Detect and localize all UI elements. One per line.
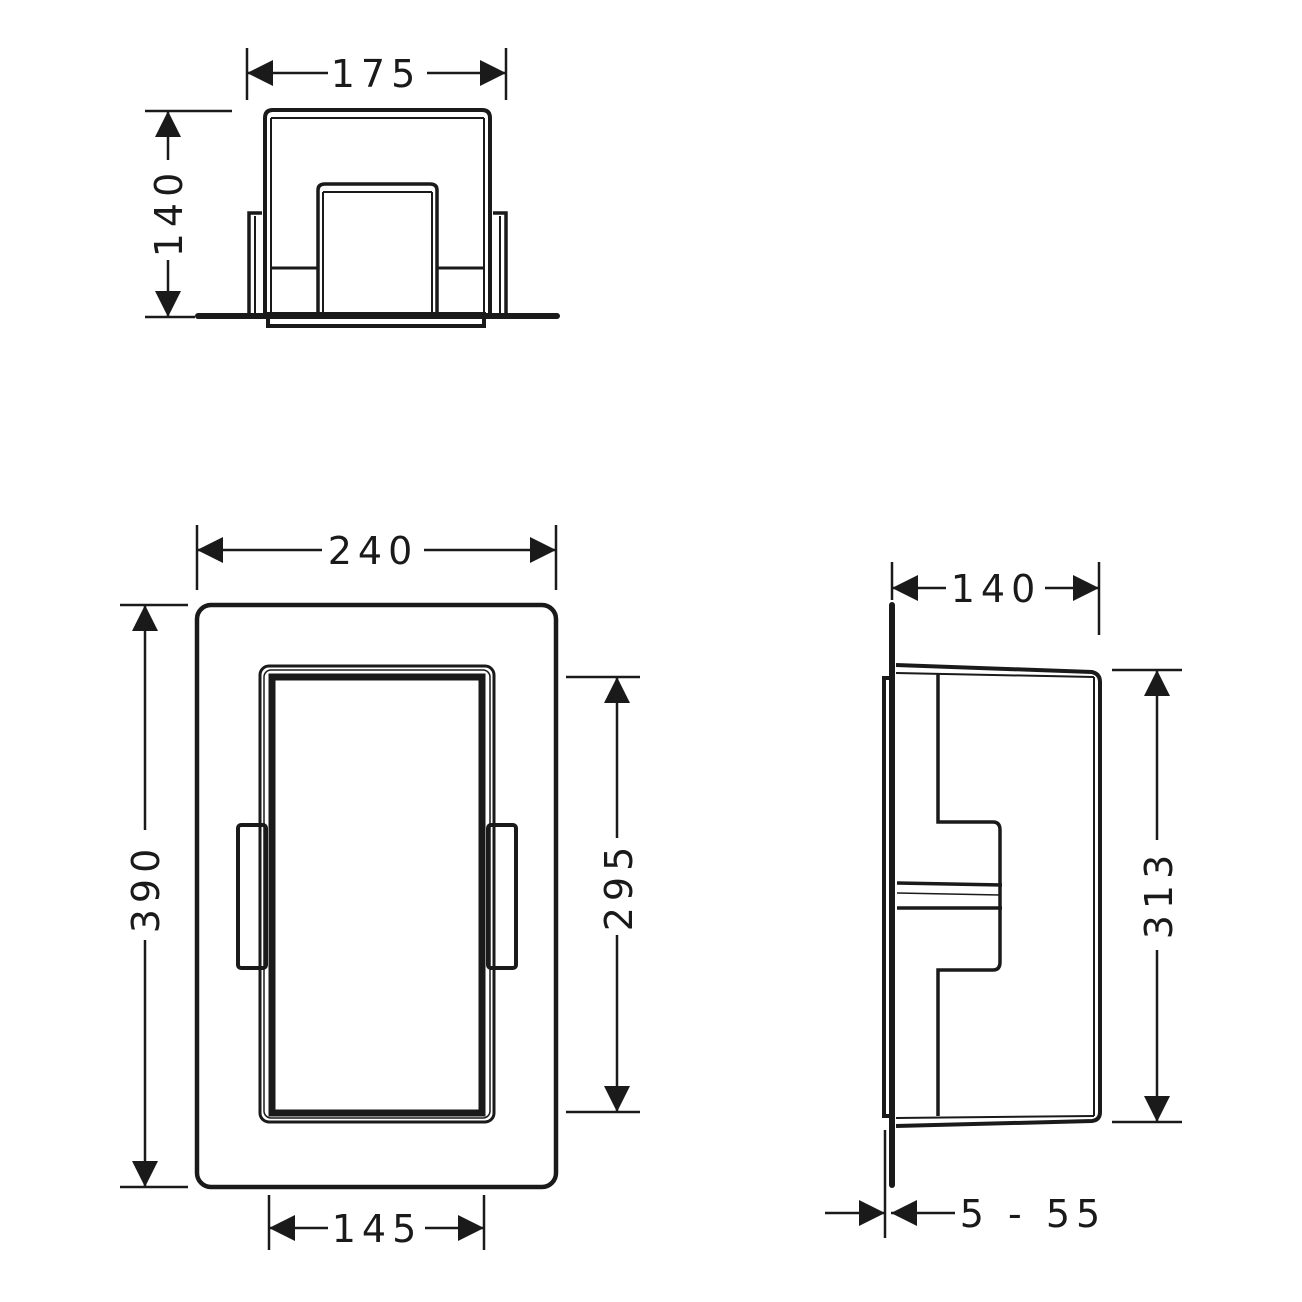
dimension-175: 175: [245, 48, 508, 100]
front-view: 240 390 295 145: [120, 525, 641, 1251]
dimension-140-depth: 140: [890, 562, 1101, 635]
top-view-body: [195, 108, 560, 328]
side-view-body: [882, 602, 1102, 1188]
dimension-140-vertical: 140: [145, 109, 232, 319]
dimension-5-55: 5 - 55: [825, 1130, 1106, 1238]
dimension-240: 240: [195, 525, 558, 590]
height-390-label: 390: [124, 843, 168, 934]
wall-thickness-label: 5 - 55: [960, 1192, 1106, 1236]
width-240-label: 240: [328, 529, 419, 573]
dimension-295: 295: [566, 675, 641, 1114]
top-view: 175 140: [145, 48, 560, 328]
dimension-390: 390: [120, 603, 188, 1189]
width-145-label: 145: [332, 1207, 423, 1251]
front-view-body: [194, 602, 559, 1190]
dimension-313: 313: [1112, 668, 1182, 1124]
depth-140-label: 140: [951, 567, 1042, 611]
dimension-145: 145: [267, 1195, 486, 1251]
side-view: 140 313 5 - 55: [825, 562, 1182, 1238]
height-140-label: 140: [147, 167, 191, 258]
width-175-label: 175: [331, 52, 422, 96]
height-313-label: 313: [1137, 849, 1181, 940]
height-295-label: 295: [597, 841, 641, 932]
